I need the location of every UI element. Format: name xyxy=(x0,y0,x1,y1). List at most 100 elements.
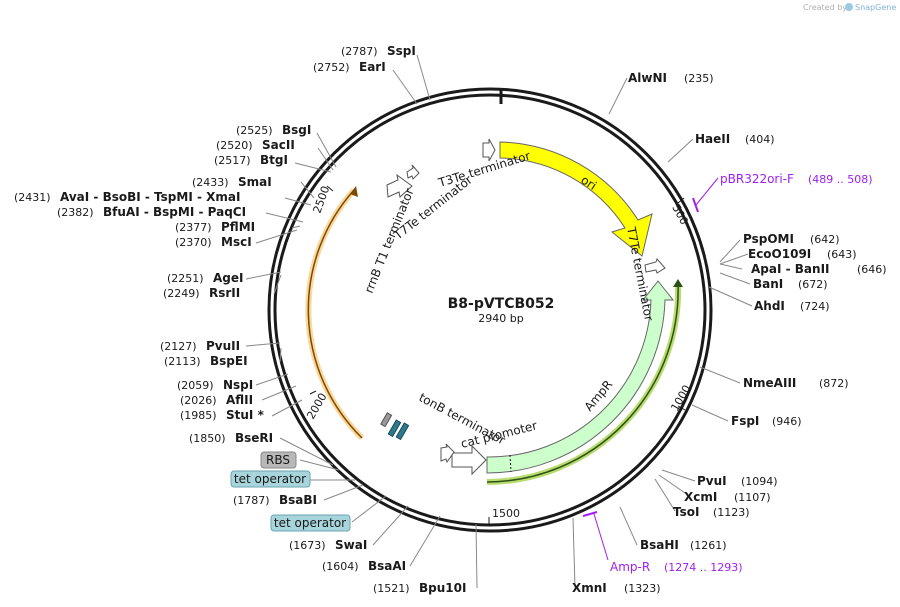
site-name-bseri[interactable]: BseRI xyxy=(235,431,273,445)
site-pos-xmni: (1323) xyxy=(624,582,661,595)
backbone-inner-ring xyxy=(273,93,707,527)
tet-operator-block-1 xyxy=(387,419,402,438)
primer-pbr322ori-f-marker xyxy=(692,177,719,213)
site-name-bsgi[interactable]: BsgI xyxy=(282,123,311,137)
site-name-bfuai-group[interactable]: BfuAI - BspMI - PaqCI xyxy=(103,205,246,219)
tick-mark-2000 xyxy=(309,390,317,395)
site-name-bspei[interactable]: BspEI xyxy=(210,354,248,368)
site-pos-tsoi: (1123) xyxy=(713,506,750,519)
tet-operator-label-box-1[interactable]: tet operator xyxy=(230,470,311,488)
site-name-rsrii[interactable]: RsrII xyxy=(209,286,240,300)
snapgene-logo-icon xyxy=(845,3,853,11)
tonb-terminator-arrow-icon xyxy=(440,443,455,464)
site-pos-bfuai-group: (2382) xyxy=(57,206,94,219)
site-name-msci[interactable]: MscI xyxy=(221,235,252,249)
created-by-label: Created by xyxy=(803,3,847,12)
site-pos-bsabi: (1787) xyxy=(233,494,270,507)
site-pos-btgi: (2517) xyxy=(214,154,251,167)
rbs-label-box[interactable]: RBS xyxy=(260,451,297,469)
primer-name-pbr322ori-f[interactable]: pBR322ori-F xyxy=(720,172,794,186)
site-name-stui[interactable]: StuI * xyxy=(226,408,265,422)
orange-feature-arc-head-icon xyxy=(350,186,358,197)
tick-mark-1000 xyxy=(677,405,686,411)
site-name-sacii[interactable]: SacII xyxy=(262,138,295,152)
site-name-ahdi[interactable]: AhdI xyxy=(754,299,785,313)
site-pos-apai-banii: (646) xyxy=(857,263,887,276)
tet-operator-block-2 xyxy=(395,422,410,441)
site-name-btgi[interactable]: BtgI xyxy=(260,153,288,167)
site-name-avai-group[interactable]: AvaI - BsoBI - TspMI - XmaI xyxy=(60,190,240,204)
site-name-bsabi[interactable]: BsaBI xyxy=(279,493,317,507)
rbs-block xyxy=(380,412,393,428)
site-pos-haeii: (404) xyxy=(745,133,775,146)
tick-label-1500: 1500 xyxy=(492,507,520,520)
site-leader-lines xyxy=(245,54,753,589)
site-pos-bseri: (1850) xyxy=(189,432,226,445)
site-name-haeii[interactable]: HaeII xyxy=(695,132,730,146)
site-name-alwni[interactable]: AlwNI xyxy=(628,71,667,85)
rbs-label-text: RBS xyxy=(266,453,290,467)
site-pos-bsgi: (2525) xyxy=(236,124,273,137)
site-name-xmni[interactable]: XmnI xyxy=(572,581,607,595)
site-name-eari[interactable]: EarI xyxy=(359,60,386,74)
site-pos-nmeaiii: (872) xyxy=(819,377,849,390)
site-name-nmeaiii[interactable]: NmeAIII xyxy=(743,376,796,390)
ampr-promoter-divider xyxy=(509,454,512,473)
site-name-bsahi[interactable]: BsaHI xyxy=(640,538,679,552)
site-name-smai[interactable]: SmaI xyxy=(238,175,272,189)
site-name-ecoo109i[interactable]: EcoO109I xyxy=(748,247,811,261)
site-name-bsaai[interactable]: BsaAI xyxy=(368,559,406,573)
site-name-bpu10i[interactable]: Bpu10I xyxy=(419,581,466,595)
ampr-outer-arc-head-icon xyxy=(673,279,683,287)
site-pos-smai: (2433) xyxy=(192,176,229,189)
site-pos-ahdi: (724) xyxy=(800,300,830,313)
site-pos-bspei: (2113) xyxy=(164,355,201,368)
backbone-outer-ring xyxy=(267,87,713,533)
tet-operator-label-box-2[interactable]: tet operator xyxy=(270,514,351,532)
site-name-aflii[interactable]: AflII xyxy=(226,393,253,407)
primer-range-amp-r: (1274 .. 1293) xyxy=(664,561,743,574)
site-name-pflmi[interactable]: PflMI xyxy=(221,220,255,234)
site-name-swai[interactable]: SwaI xyxy=(335,538,367,552)
site-pos-ecoo109i: (643) xyxy=(827,248,857,261)
site-pos-agei: (2251) xyxy=(167,272,204,285)
site-name-xcmi[interactable]: XcmI xyxy=(684,490,717,504)
site-pos-sspi: (2787) xyxy=(341,45,378,58)
site-name-bani[interactable]: BanI xyxy=(753,277,783,291)
primer-range-pbr322ori-f: (489 .. 508) xyxy=(808,173,873,186)
tick-label-1000: 1000 xyxy=(668,383,693,414)
site-pos-rsrii: (2249) xyxy=(163,287,200,300)
tet-operator-label-text-1: tet operator xyxy=(234,472,306,486)
site-name-apai-banii[interactable]: ApaI - BanII xyxy=(751,262,830,276)
site-pos-bsaai: (1604) xyxy=(322,560,359,573)
site-pos-alwni: (235) xyxy=(684,72,714,85)
site-name-pvuii[interactable]: PvuII xyxy=(206,339,240,353)
site-pos-pvui: (1094) xyxy=(741,475,778,488)
ampr-feature-arrow[interactable] xyxy=(486,280,675,474)
tick-mark-500 xyxy=(677,197,685,204)
site-name-pspomi[interactable]: PspOMI xyxy=(743,232,794,246)
site-name-tsoi[interactable]: TsoI xyxy=(673,505,699,519)
rrnb-terminator-arrow-icon xyxy=(406,164,420,180)
site-pos-msci: (2370) xyxy=(175,236,212,249)
site-pos-eari: (2752) xyxy=(313,61,350,74)
site-name-fspi[interactable]: FspI xyxy=(731,414,759,428)
primer-amp-r-marker xyxy=(582,511,609,561)
primer-name-amp-r[interactable]: Amp-R xyxy=(610,560,650,574)
site-name-sspi[interactable]: SspI xyxy=(387,44,416,58)
t7te-terminator-left-arrow-icon xyxy=(386,173,413,198)
tick-label-2000: 2000 xyxy=(304,391,329,422)
site-pos-pflmi: (2377) xyxy=(175,221,212,234)
site-name-agei[interactable]: AgeI xyxy=(213,271,243,285)
site-name-nspi[interactable]: NspI xyxy=(223,378,253,392)
site-pos-aflii: (2026) xyxy=(180,394,217,407)
site-pos-bsahi: (1261) xyxy=(690,539,727,552)
ori-feature-arrow[interactable] xyxy=(499,141,653,257)
site-name-pvui[interactable]: PvuI xyxy=(697,474,727,488)
tet-operator-label-text-2: tet operator xyxy=(274,516,346,530)
site-pos-fspi: (946) xyxy=(772,415,802,428)
t3te-terminator-arrow-icon xyxy=(482,138,496,162)
cat-promoter-arrow-icon xyxy=(451,444,487,476)
t7te-terminator-right-label: T7Te terminator xyxy=(624,225,656,322)
